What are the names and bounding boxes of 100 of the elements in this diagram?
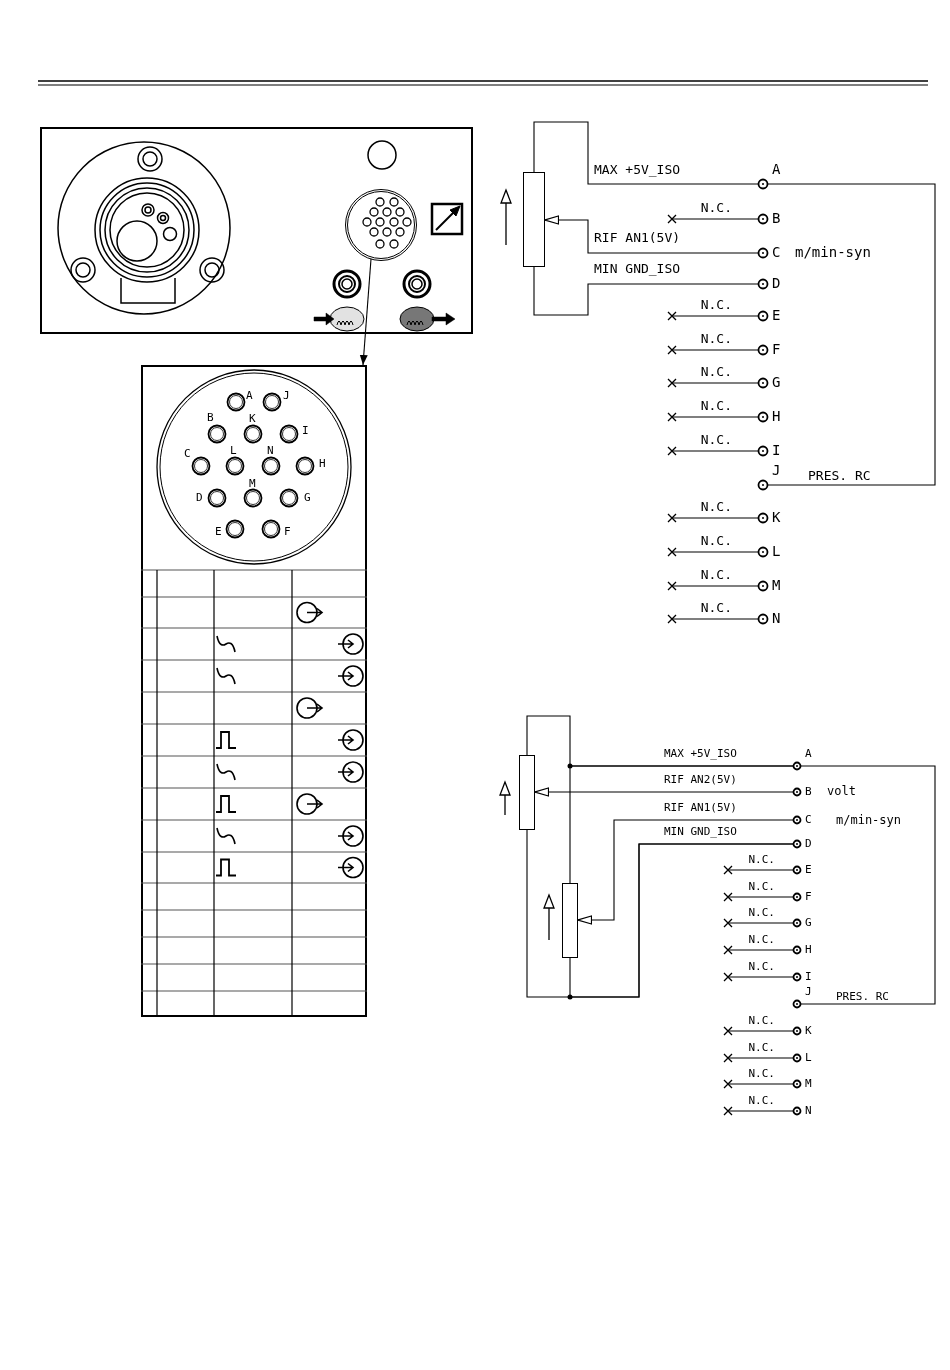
- pin-letter: E: [215, 526, 222, 539]
- potentiometer-symbol: [523, 172, 545, 267]
- terminal: L: [792, 1051, 814, 1065]
- wire: [671, 551, 759, 553]
- pin-letter: B: [207, 412, 214, 425]
- wire: [671, 382, 759, 384]
- wire-label: MIN GND_ISO: [664, 826, 737, 839]
- terminal: C: [792, 813, 814, 827]
- wire: [727, 1083, 794, 1085]
- wire-label: MIN GND_ISO: [594, 262, 681, 277]
- wire-label: N.C.: [700, 601, 732, 616]
- wire: [727, 976, 794, 978]
- wire: [671, 450, 759, 452]
- terminal-caption: m/min-syn: [836, 813, 902, 827]
- wire: [727, 896, 794, 898]
- pin-letter: I: [302, 425, 309, 438]
- pin-letter: D: [196, 492, 203, 505]
- terminal: M: [792, 1077, 814, 1091]
- wire: [727, 949, 794, 951]
- wire: [671, 218, 759, 220]
- terminal-caption: PRES. RC: [808, 469, 871, 484]
- potentiometer-symbol: [519, 755, 535, 830]
- terminal: N: [792, 1104, 814, 1118]
- terminal: J: [757, 465, 783, 491]
- wire: [577, 819, 794, 925]
- wire: [727, 869, 794, 871]
- wire: [671, 349, 759, 351]
- pinout-panel: [141, 365, 367, 1017]
- terminal: A: [757, 164, 783, 190]
- pin-letter: L: [230, 445, 237, 458]
- wire-label: N.C.: [700, 399, 732, 414]
- wire: [544, 215, 759, 254]
- wire: [671, 618, 759, 620]
- wire-label: N.C.: [700, 500, 732, 515]
- wire: [671, 517, 759, 519]
- wire-label: RIF AN1(5V): [664, 802, 737, 815]
- pin-letter: G: [304, 492, 311, 505]
- pin-letter: H: [319, 458, 326, 471]
- terminal: E: [757, 307, 783, 325]
- wire-label: MAX +5V_ISO: [594, 163, 681, 178]
- wire-label: N.C.: [700, 568, 732, 583]
- wire: [727, 1110, 794, 1112]
- terminal: A: [792, 750, 814, 771]
- wire-label: N.C.: [748, 1068, 775, 1081]
- pin-letter: J: [283, 390, 290, 403]
- wire-label: N.C.: [700, 534, 732, 549]
- terminal-caption: m/min-syn: [795, 244, 871, 260]
- wire: [671, 585, 759, 587]
- terminal: H: [792, 943, 814, 957]
- wire-label: N.C.: [748, 1015, 775, 1028]
- wire-label: N.C.: [700, 298, 732, 313]
- wire: [569, 765, 794, 884]
- terminal: G: [757, 374, 783, 392]
- terminal: F: [757, 341, 783, 359]
- terminal: E: [792, 863, 814, 877]
- wire-label: N.C.: [700, 201, 732, 216]
- terminal: K: [757, 509, 783, 527]
- wire: [727, 1057, 794, 1059]
- wire-label: RIF AN1(5V): [594, 231, 681, 246]
- wire: [533, 121, 759, 185]
- wire-label: N.C.: [748, 961, 775, 974]
- wire-label: N.C.: [748, 1095, 775, 1108]
- terminal: C: [757, 244, 783, 262]
- terminal: D: [792, 837, 814, 851]
- wire-label: N.C.: [748, 1042, 775, 1055]
- wire-label: N.C.: [700, 433, 732, 448]
- terminal-caption: PRES. RC: [836, 991, 889, 1004]
- terminal: K: [792, 1024, 814, 1038]
- wire: [727, 922, 794, 924]
- terminal: F: [792, 890, 814, 904]
- terminal: M: [757, 577, 783, 595]
- terminal: D: [757, 275, 783, 293]
- front-panel: [40, 127, 473, 334]
- terminal: H: [757, 408, 783, 426]
- pin-letter: C: [184, 448, 191, 461]
- wire: [533, 266, 759, 316]
- terminal: I: [757, 442, 783, 460]
- terminal-caption: volt: [827, 784, 856, 798]
- terminal: B: [792, 785, 814, 799]
- wire-label: N.C.: [748, 934, 775, 947]
- pin-letter: A: [246, 390, 253, 403]
- wire: [534, 787, 794, 797]
- wire-label: N.C.: [748, 881, 775, 894]
- pin-letter: F: [284, 526, 291, 539]
- wire-label: N.C.: [748, 854, 775, 867]
- wire-label: RIF AN2(5V): [664, 774, 737, 787]
- wire-label: MAX +5V_ISO: [664, 748, 737, 761]
- leader-arrow: [359, 258, 372, 366]
- wire: [727, 1030, 794, 1032]
- wire-label: N.C.: [700, 332, 732, 347]
- wire: [800, 765, 936, 1005]
- terminal: L: [757, 543, 783, 561]
- wire-label: N.C.: [748, 907, 775, 920]
- wire-label: N.C.: [700, 365, 732, 380]
- wire: [671, 315, 759, 317]
- potentiometer-symbol: [562, 883, 578, 958]
- pin-letter: K: [249, 413, 256, 426]
- terminal: N: [757, 610, 783, 628]
- pin-letter: M: [249, 478, 256, 491]
- terminal: G: [792, 916, 814, 930]
